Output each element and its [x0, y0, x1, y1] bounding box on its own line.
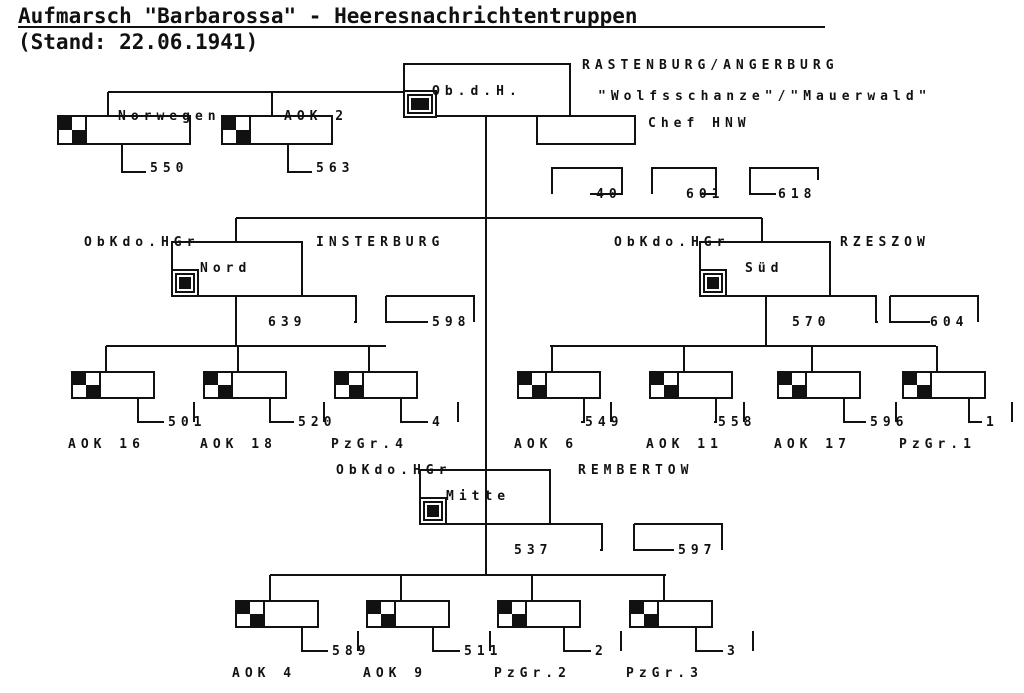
- signal-unit-label: 604: [930, 315, 968, 330]
- army-label: AOK 18: [200, 437, 277, 452]
- army-flag-icon: [649, 371, 679, 399]
- signal-unit-label: 537: [514, 543, 552, 558]
- norwegen-label: Norwegen: [118, 109, 221, 124]
- army-label: AOK 9: [363, 666, 427, 681]
- army-group-prefix: ObKdo.HGr: [614, 235, 729, 250]
- army-flag-icon: [366, 600, 396, 628]
- army-label: AOK 4: [232, 666, 296, 681]
- signal-unit-label: 570: [792, 315, 830, 330]
- hq-name: Ob.d.H.: [432, 84, 522, 99]
- army-flag-icon: [497, 600, 527, 628]
- army-group-location: INSTERBURG: [316, 235, 444, 250]
- hq-location: RASTENBURG/ANGERBURG: [582, 58, 839, 73]
- army-flag-icon: [203, 371, 233, 399]
- army-label: PzGr.4: [331, 437, 408, 452]
- signal-unit-label: 520: [298, 415, 336, 430]
- army-group-flag-icon: [419, 497, 447, 525]
- signal-unit-label: 598: [432, 315, 470, 330]
- aok2-label: AOK 2: [284, 109, 348, 124]
- army-label: PzGr.3: [626, 666, 703, 681]
- unit-550: 550: [150, 161, 188, 176]
- hnw-units: 40 601 618: [551, 167, 819, 202]
- signal-unit-label: 511: [464, 644, 502, 659]
- signal-unit-label: 501: [168, 415, 206, 430]
- army-group-prefix: ObKdo.HGr: [84, 235, 199, 250]
- unit-563: 563: [316, 161, 354, 176]
- army-flag-icon: [221, 115, 251, 145]
- chef-hnw-label: Chef HNW: [648, 116, 751, 131]
- army-flag-icon: [57, 115, 87, 145]
- signal-unit-label: 3: [727, 644, 740, 659]
- army-label: AOK 6: [514, 437, 578, 452]
- army-flag-icon: [334, 371, 364, 399]
- army-group-location: REMBERTOW: [578, 463, 693, 478]
- army-group-name: Mitte: [446, 489, 510, 504]
- army-group-prefix: ObKdo.HGr: [336, 463, 451, 478]
- aok2-node: AOK 2 563: [221, 109, 354, 176]
- hq-quarters: "Wolfsschanze"/"Mauerwald": [598, 89, 932, 104]
- army-label: AOK 16: [68, 437, 145, 452]
- army-flag-icon: [235, 600, 265, 628]
- hq-flag-icon: [403, 90, 437, 118]
- signal-unit-label: 597: [678, 543, 716, 558]
- army-label: PzGr.2: [494, 666, 571, 681]
- army-flag-icon: [629, 600, 659, 628]
- army-group-flag-icon: [171, 269, 199, 297]
- army-flag-icon: [777, 371, 807, 399]
- army-label: PzGr.1: [899, 437, 976, 452]
- chart-title: Aufmarsch "Barbarossa" - Heeresnachricht…: [18, 4, 638, 28]
- chef-hnw-box: [536, 115, 636, 145]
- signal-unit-label: 589: [332, 644, 370, 659]
- army-label: AOK 17: [774, 437, 851, 452]
- signal-unit-label: 596: [870, 415, 908, 430]
- army-group-location: RZESZOW: [840, 235, 930, 250]
- unit-618: 618: [778, 187, 816, 202]
- army-group-name: Süd: [745, 261, 783, 276]
- chart-subtitle: (Stand: 22.06.1941): [18, 30, 258, 54]
- signal-unit-label: 549: [585, 415, 623, 430]
- army-group-flag-icon: [699, 269, 727, 297]
- signal-unit-label: 4: [432, 415, 445, 430]
- army-label: AOK 11: [646, 437, 723, 452]
- hq-node: Ob.d.H. RASTENBURG/ANGERBURG "Wolfsschan…: [403, 58, 932, 118]
- army-flag-icon: [902, 371, 932, 399]
- signal-unit-label: 558: [718, 415, 756, 430]
- army-flag-icon: [71, 371, 101, 399]
- chef-hnw-node: Chef HNW: [536, 115, 751, 145]
- signal-unit-label: 1: [986, 415, 999, 430]
- signal-unit-label: 639: [268, 315, 306, 330]
- unit-40: 40: [596, 187, 622, 202]
- army-flag-icon: [517, 371, 547, 399]
- signal-unit-label: 2: [595, 644, 608, 659]
- norwegen-node: Norwegen 550: [57, 109, 221, 176]
- unit-601: 601: [686, 187, 724, 202]
- army-group-name: Nord: [200, 261, 251, 276]
